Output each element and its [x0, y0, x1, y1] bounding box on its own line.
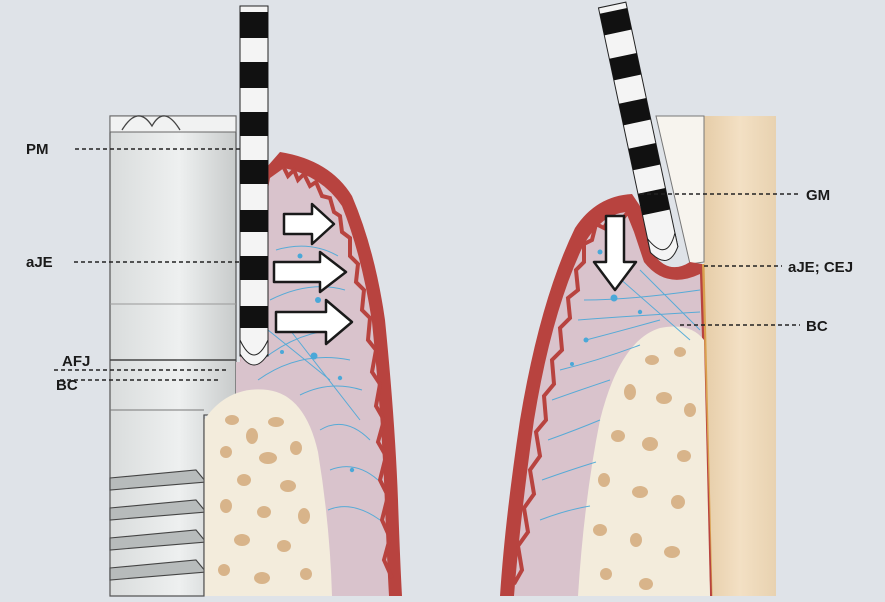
tooth-dentin — [704, 116, 776, 596]
label-aje-cej: aJE; CEJ — [788, 259, 853, 276]
label-afj: AFJ — [62, 353, 90, 370]
label-bc-right: BC — [806, 318, 828, 335]
label-gm: GM — [806, 187, 830, 204]
probe-icon — [240, 6, 268, 365]
implant-cap — [110, 116, 236, 132]
label-pm: PM — [26, 141, 49, 158]
label-aje-left: aJE — [26, 254, 53, 271]
